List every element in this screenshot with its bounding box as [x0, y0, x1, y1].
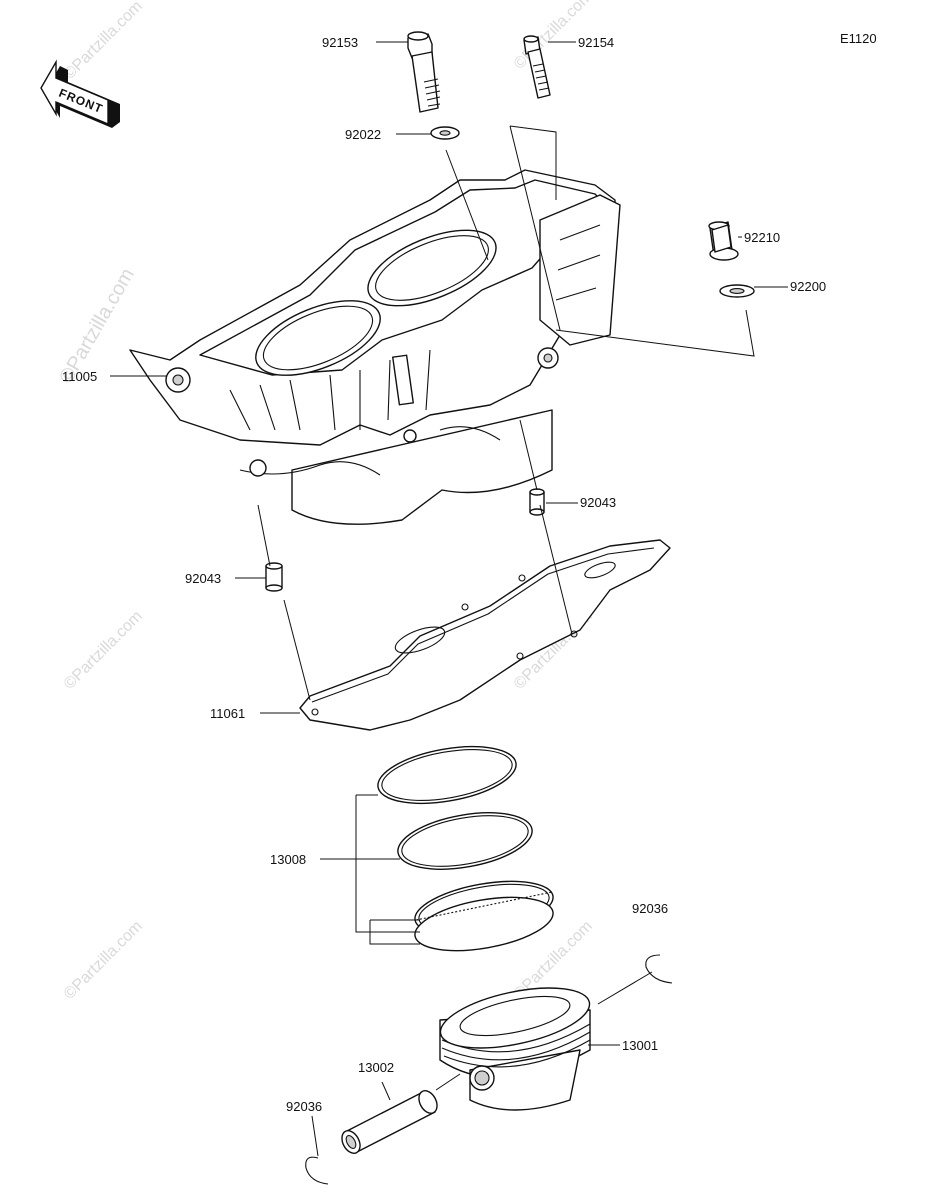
- washer-92022[interactable]: [430, 126, 460, 140]
- washer-92200[interactable]: [719, 284, 755, 298]
- bolt-92153[interactable]: [407, 31, 441, 113]
- label-13001[interactable]: 13001: [622, 1038, 658, 1053]
- piston-pin-13002[interactable]: [338, 1088, 440, 1157]
- watermark-top: ©Partzilla.com: [61, 0, 146, 83]
- part-labels: 92153 92154 92022 92210 92200 11005 9204…: [62, 35, 826, 1114]
- circlip-92036-left[interactable]: [305, 1156, 329, 1185]
- collar-92210[interactable]: [708, 221, 739, 261]
- label-92043-left[interactable]: 92043: [185, 571, 221, 586]
- label-92036-right[interactable]: 92036: [632, 901, 668, 916]
- bolt-92154[interactable]: [523, 35, 551, 99]
- label-92153[interactable]: 92153: [322, 35, 358, 50]
- label-11005[interactable]: 11005: [62, 369, 97, 384]
- piston-rings-13008[interactable]: [374, 737, 558, 960]
- piston-13001[interactable]: [435, 977, 594, 1111]
- circlip-92036-right[interactable]: [645, 954, 673, 984]
- label-92036-left[interactable]: 92036: [286, 1099, 322, 1114]
- label-13002[interactable]: 13002: [358, 1060, 394, 1075]
- label-92210[interactable]: 92210: [744, 230, 780, 245]
- label-92022[interactable]: 92022: [345, 127, 381, 142]
- label-13008[interactable]: 13008: [270, 852, 306, 867]
- watermark-bottom-left: ©Partzilla.com: [61, 918, 146, 1003]
- label-92200[interactable]: 92200: [790, 279, 826, 294]
- label-11061[interactable]: 11061: [210, 706, 245, 721]
- label-92043-right[interactable]: 92043: [580, 495, 616, 510]
- dowel-pin-92043-left[interactable]: [265, 562, 283, 592]
- leader-lines: [110, 41, 788, 1157]
- cylinder-block-11005[interactable]: [129, 169, 621, 525]
- diagram-code: E1120: [840, 31, 877, 46]
- cylinder-gasket-11061[interactable]: [299, 539, 671, 731]
- dowel-pin-92043-right[interactable]: [529, 488, 545, 516]
- watermark-mid-left: ©Partzilla.com: [61, 608, 146, 693]
- label-92154[interactable]: 92154: [578, 35, 614, 50]
